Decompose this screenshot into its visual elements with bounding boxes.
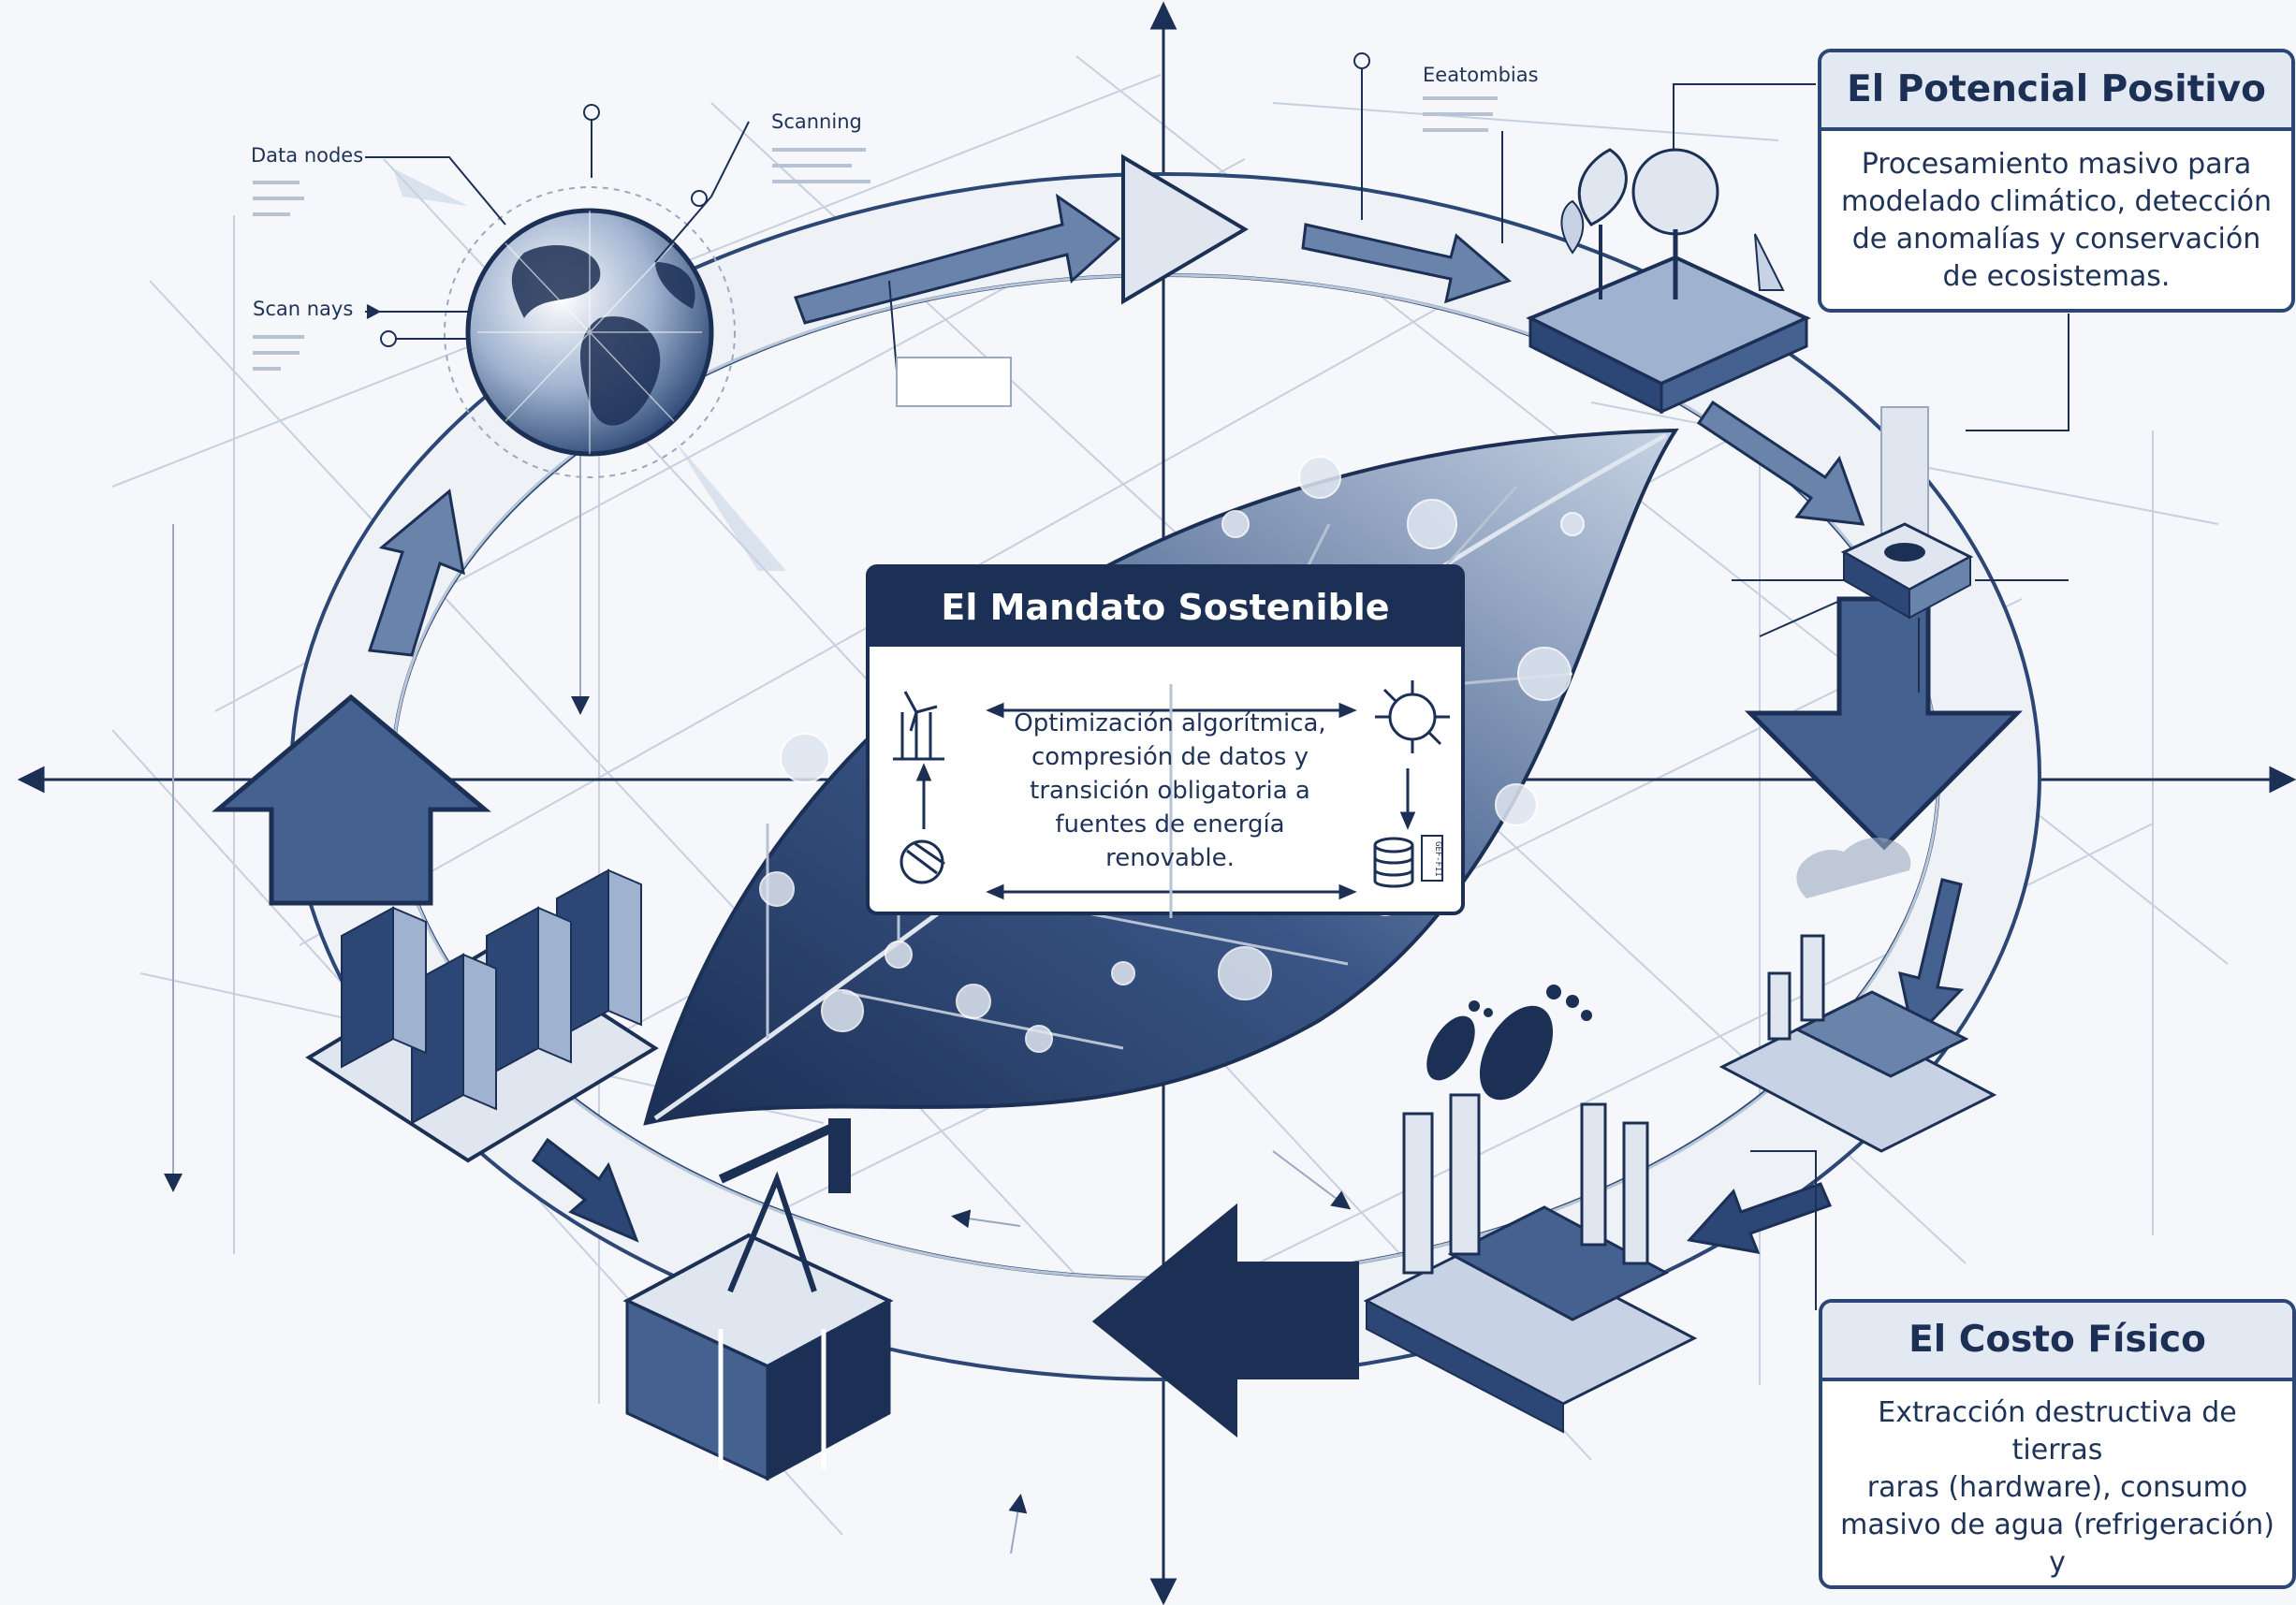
callout-positive-potential: El Potencial Positivo Procesamiento masi…: [1818, 49, 2295, 313]
factory-right-icon: [1718, 838, 1997, 1153]
flow-arrow-left-upper: [367, 489, 465, 657]
grid-arrows: [164, 225, 1352, 1554]
mandate-line: fuentes de energía renovable.: [1055, 810, 1285, 872]
label-top-note: Eeatombias: [1423, 64, 1539, 86]
water-droplets: [759, 456, 1585, 1053]
flow-arrow-top-right: [1301, 223, 1512, 304]
callout-line: modelado climático, detección: [1841, 185, 2272, 218]
flow-arrow-left-big: [212, 693, 491, 906]
callout-body: Procesamiento masivo para modelado climá…: [1821, 131, 2291, 296]
flow-arrow-bottom-big: [1091, 1203, 1359, 1438]
mini-chart-panel: [896, 357, 1012, 407]
oil-pump-strata-icon: [622, 1118, 894, 1481]
server-rack-cluster-icon: [305, 868, 659, 1163]
label-data-nodes: Data nodes: [251, 144, 364, 167]
label-text-lines: [253, 96, 1498, 371]
ecosystem-block-icon: [1526, 148, 1811, 415]
flow-arrow-top-left: [794, 193, 1121, 325]
label-scanning: Scanning: [771, 110, 862, 133]
flow-arrows: [212, 153, 2024, 1438]
mandate-line: transición obligatoria a: [1030, 777, 1310, 805]
callout-title: El Potencial Positivo: [1821, 52, 2291, 131]
recycle-cycle-icon: [899, 839, 945, 884]
flow-arrow-right-upper: [1696, 400, 1865, 526]
label-scan-rays: Scan nays: [253, 298, 354, 320]
flow-arrow-right-big: [1744, 596, 2024, 851]
mandate-line: compresión de datos y: [1031, 743, 1309, 771]
flow-arrow-right-lower: [1898, 878, 1965, 1043]
sensor-tower-icon: [1732, 406, 2069, 693]
callout-line: raras (hardware), consumo: [1866, 1471, 2248, 1504]
mandate-body: Optimización algorítmica, compresión de …: [1002, 707, 1338, 875]
mandate-icons: [893, 680, 1450, 918]
globe-icon: [393, 168, 786, 571]
flow-arrow-top-center: [1121, 153, 1249, 305]
callout-sustainable-mandate: El Mandato Sostenible Optim: [866, 564, 1465, 918]
callout-line: alta huella de carbono.: [1832, 1582, 2283, 1585]
chip-card-icon: [1421, 835, 1443, 882]
callout-line: Procesamiento masivo para: [1861, 148, 2252, 181]
callout-line: Extracción destructiva de tierras: [1878, 1396, 2237, 1466]
mandate-line: Optimización algorítmica,: [1014, 709, 1326, 737]
wind-turbine-icon: [893, 691, 944, 761]
flow-arrow-bottom-left: [531, 1137, 639, 1243]
callout-title: El Mandato Sostenible: [870, 568, 1461, 647]
factory-bottom-icon: [1363, 1093, 1698, 1434]
callout-line: de anomalías y conservación: [1851, 223, 2261, 255]
ai-chip-icon: [1375, 680, 1450, 753]
callout-line: de ecosistemas.: [1942, 260, 2171, 293]
callout-body: Extracción destructiva de tierras raras …: [1822, 1381, 2292, 1585]
footprints-icon: [1426, 985, 1592, 1101]
callout-physical-cost: El Costo Físico Extracción destructiva d…: [1819, 1299, 2296, 1589]
database-icon: [1373, 837, 1414, 888]
callout-title: El Costo Físico: [1822, 1303, 2292, 1381]
callout-line: masivo de agua (refrigeración) y: [1840, 1509, 2274, 1579]
chip-text: GEF-FII: [1433, 841, 1442, 877]
label-connectors: [365, 52, 2069, 1310]
mandate-arrows: [915, 684, 1416, 918]
